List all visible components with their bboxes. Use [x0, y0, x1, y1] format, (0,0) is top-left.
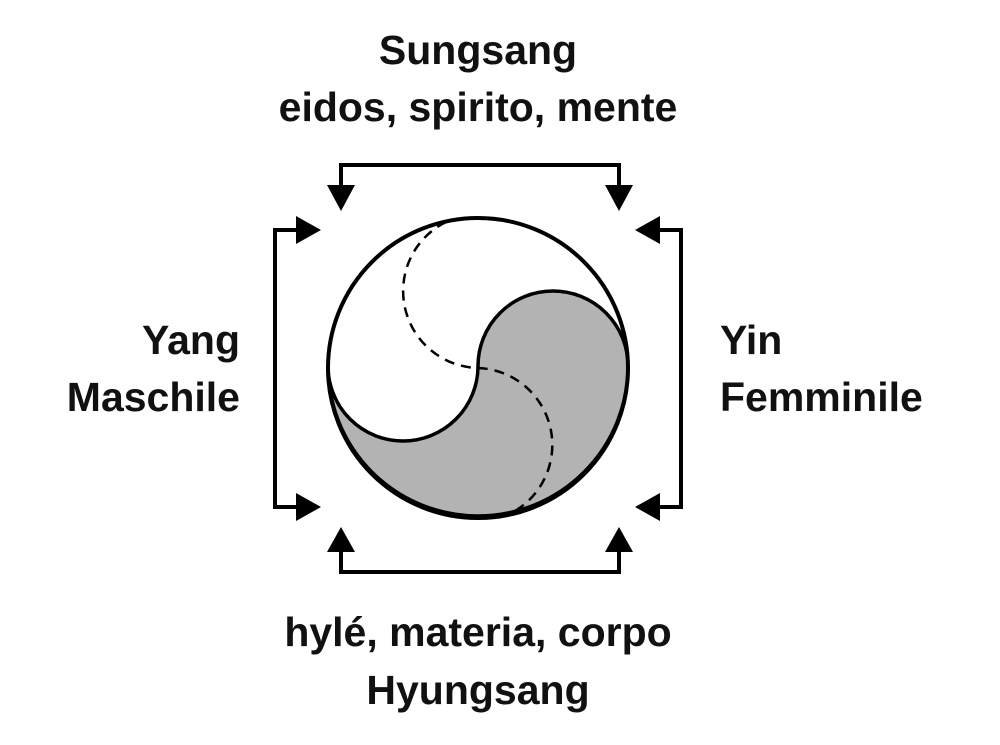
arrowhead-icon — [635, 493, 660, 521]
right-subtitle: Femminile — [720, 374, 923, 420]
arrowhead-icon — [327, 527, 355, 552]
top-subtitle: eidos, spirito, mente — [279, 84, 678, 130]
arrowhead-icon — [605, 185, 633, 211]
arrowhead-icon — [605, 527, 633, 552]
bottom-bracket-arrow — [339, 542, 621, 574]
arrowhead-icon — [635, 216, 660, 244]
left-subtitle: Maschile — [67, 374, 240, 420]
arrowhead-icon — [296, 493, 321, 521]
left-title: Yang — [142, 317, 240, 363]
top-bracket-arrow — [339, 163, 621, 195]
left-bracket-arrow — [273, 228, 305, 509]
right-title: Yin — [720, 317, 782, 363]
bottom-title: Hyungsang — [366, 667, 589, 713]
arrowhead-icon — [327, 185, 355, 211]
yin-yang-symbol — [326, 216, 630, 520]
bottom-subtitle: hylé, materia, corpo — [284, 609, 671, 655]
top-title: Sungsang — [379, 27, 577, 73]
outer-circle — [326, 216, 630, 520]
dashed-curve — [401, 220, 554, 518]
right-bracket-arrow — [651, 228, 683, 509]
shaded-half — [326, 289, 630, 518]
arrowhead-icon — [296, 216, 321, 244]
